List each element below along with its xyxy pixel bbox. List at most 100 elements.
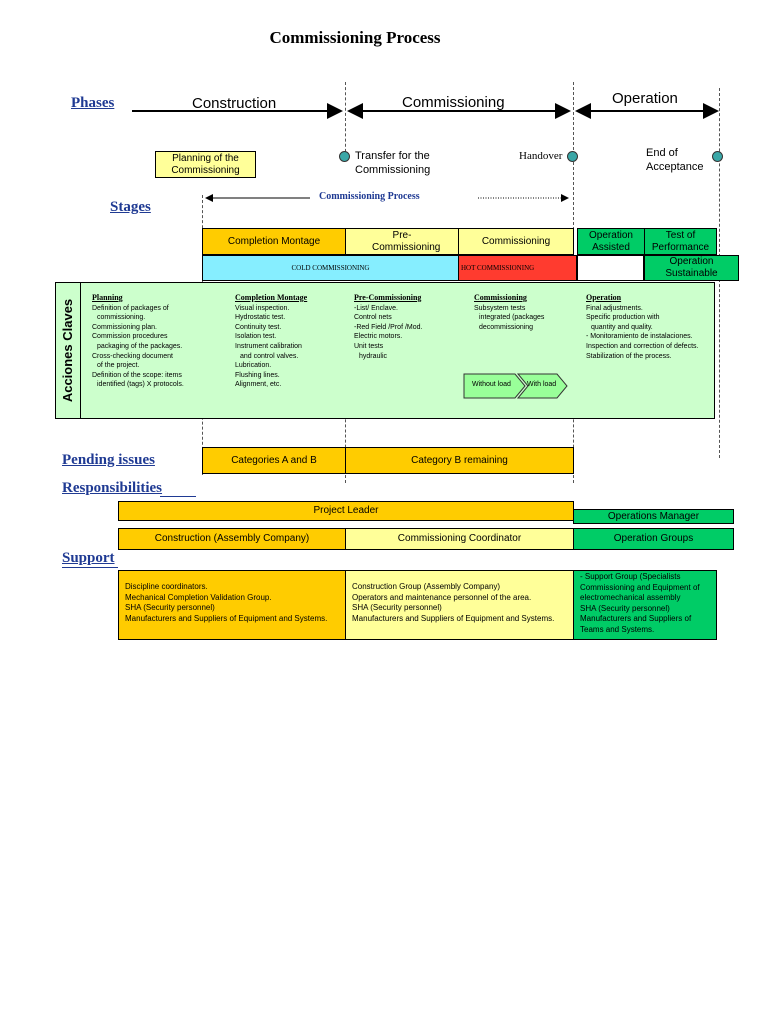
- support-left: Discipline coordinators. Mechanical Comp…: [118, 570, 346, 640]
- actions-line: hydraulic: [359, 352, 388, 360]
- stage-completion-montage: Completion Montage: [202, 228, 346, 255]
- actions-line: of the project.: [97, 362, 140, 370]
- stage-operation-assisted-label: Operation Assisted: [589, 229, 633, 253]
- milestone-transfer-label: Transfer for the Commissioning: [355, 150, 431, 176]
- page-title: Commissioning Process: [269, 28, 441, 47]
- milestone-handover-dot: [567, 151, 578, 162]
- stage-test-performance: Test of Performance: [644, 228, 717, 255]
- phase-operation: Operation: [612, 90, 678, 107]
- stage-commissioning: Commissioning: [458, 228, 574, 255]
- actions-line: Continuity test.: [235, 323, 282, 331]
- responsibilities-heading: Responsibilities: [62, 480, 163, 496]
- support-line: Manufacturers and Suppliers of Equipment…: [125, 613, 328, 623]
- phase-arrows: [132, 103, 719, 119]
- actions-line: and control valves.: [240, 352, 299, 360]
- actions-line: Specific production with: [586, 314, 660, 322]
- acciones-divider: [80, 282, 81, 419]
- load-arrows: [463, 373, 568, 399]
- resp-operation-groups: Operation Groups: [573, 528, 734, 550]
- stage-hot-commissioning: HOT COMMISSIONING: [458, 255, 577, 281]
- stage-cold-label: COLD COMMISSIONING: [291, 264, 370, 272]
- milestone-end-acceptance-dot: [712, 151, 723, 162]
- resp-operation-groups-label: Operation Groups: [613, 533, 694, 544]
- actions-line: -List/ Enclave.: [354, 304, 398, 312]
- actions-line: integrated (packages: [479, 314, 545, 322]
- actions-line: Commissioning plan.: [92, 323, 157, 331]
- actions-line: Visual inspection.: [235, 304, 290, 312]
- actions-line: Definition of packages of: [92, 304, 169, 312]
- support-right: - Support Group (Specialists Commissioni…: [573, 570, 717, 640]
- actions-operation: Operation Final adjustments. Specific pr…: [586, 293, 698, 361]
- milestone-planning-label: Planning of the Commissioning: [171, 152, 240, 176]
- actions-line: -Red Field /Prof /Mod.: [354, 323, 423, 331]
- stage-pre-commissioning: Pre-Commissioning: [345, 228, 459, 255]
- acciones-heading: Acciones Claves: [56, 282, 80, 419]
- stage-hot-label: HOT COMMISSIONING: [461, 264, 535, 272]
- actions-pre-commissioning: Pre-Commissioning -List/ Enclave. Contro…: [354, 293, 422, 361]
- phase-commissioning: Commissioning: [402, 94, 505, 111]
- support-line: SHA (Security personnel): [352, 603, 442, 612]
- support-heading: Support: [62, 550, 115, 566]
- actions-pre-heading: Pre-Commissioning: [354, 293, 422, 302]
- support-line: Teams and Systems.: [580, 624, 655, 634]
- actions-comm-heading: Commissioning: [474, 293, 527, 302]
- resp-project-leader-label: Project Leader: [313, 505, 379, 516]
- actions-line: Instrument calibration: [235, 342, 302, 350]
- actions-planning-heading: Planning: [92, 293, 123, 302]
- actions-oper-heading: Operation: [586, 293, 622, 302]
- actions-planning: Planning Definition of packages of commi…: [92, 293, 184, 390]
- stage-test-performance-label: Test of Performance: [651, 229, 710, 253]
- milestone-transfer-dot: [339, 151, 350, 162]
- stages-heading: Stages: [110, 199, 151, 215]
- pending-a-b-label: Categories A and B: [231, 454, 317, 466]
- stage-completion-montage-label: Completion Montage: [227, 235, 321, 247]
- support-line: Mechanical Completion Validation Group.: [125, 592, 272, 602]
- support-line: SHA (Security personnel): [580, 603, 670, 613]
- actions-line: Subsystem tests: [474, 304, 526, 312]
- support-line: Construction Group (Assembly Company): [352, 582, 501, 591]
- resp-construction-label: Construction (Assembly Company): [154, 533, 310, 544]
- actions-line: Final adjustments.: [586, 304, 643, 312]
- actions-line: Lubrication.: [235, 362, 272, 370]
- actions-line: Control nets: [354, 314, 392, 322]
- support-line: Discipline coordinators.: [125, 582, 208, 591]
- actions-line: quantity and quality.: [591, 323, 653, 331]
- resp-operations-manager-label: Operations Manager: [607, 510, 700, 522]
- actions-line: Hydrostatic test.: [235, 314, 286, 322]
- actions-line: Electric motors.: [354, 333, 403, 341]
- process-label: Commissioning Process: [319, 191, 420, 202]
- actions-line: commissioning.: [97, 314, 146, 322]
- support-middle: Construction Group (Assembly Company) Op…: [345, 570, 574, 640]
- stage-pre-commissioning-label: Pre-Commissioning: [372, 229, 441, 253]
- resp-operations-manager: Operations Manager: [573, 509, 734, 524]
- pending-b-label: Category B remaining: [411, 454, 508, 466]
- support-line: Operators and maintenance personnel of t…: [352, 592, 532, 602]
- responsibilities-underline: [160, 496, 196, 497]
- support-underline: [62, 567, 118, 568]
- actions-line: Isolation test.: [235, 333, 277, 341]
- pending-categories-a-b: Categories A and B: [202, 447, 346, 474]
- acciones-heading-label: Acciones Claves: [60, 298, 76, 403]
- actions-line: Flushing lines.: [235, 371, 280, 379]
- process-arrow: [205, 194, 569, 202]
- phase-construction: Construction: [192, 95, 277, 112]
- support-line: Manufacturers and Suppliers of Equipment…: [352, 613, 555, 623]
- actions-line: Inspection and correction of defects.: [586, 342, 699, 350]
- stage-cold-commissioning: COLD COMMISSIONING: [202, 255, 459, 281]
- support-line: - Support Group (Specialists: [580, 572, 681, 581]
- actions-line: decommissioning: [479, 323, 534, 331]
- support-line: electromechanical assembly: [580, 593, 681, 602]
- pending-heading: Pending issues: [62, 452, 155, 468]
- support-line: SHA (Security personnel): [125, 603, 215, 612]
- support-line: Commissioning and Equipment of: [580, 582, 700, 592]
- actions-line: Alignment, etc.: [235, 381, 282, 389]
- actions-line: packaging of the packages.: [97, 342, 183, 350]
- stage-operation-assisted: Operation Assisted: [577, 228, 645, 255]
- actions-line: Definition of the scope: items: [92, 371, 182, 379]
- with-load-label: With load: [527, 381, 557, 388]
- guide-line-2: [345, 82, 346, 157]
- resp-comm-coordinator-label: Commissioning Coordinator: [397, 533, 522, 544]
- actions-line: Stabilization of the process.: [586, 352, 672, 360]
- resp-construction: Construction (Assembly Company): [118, 528, 346, 550]
- actions-line: Commission procedures: [92, 333, 168, 341]
